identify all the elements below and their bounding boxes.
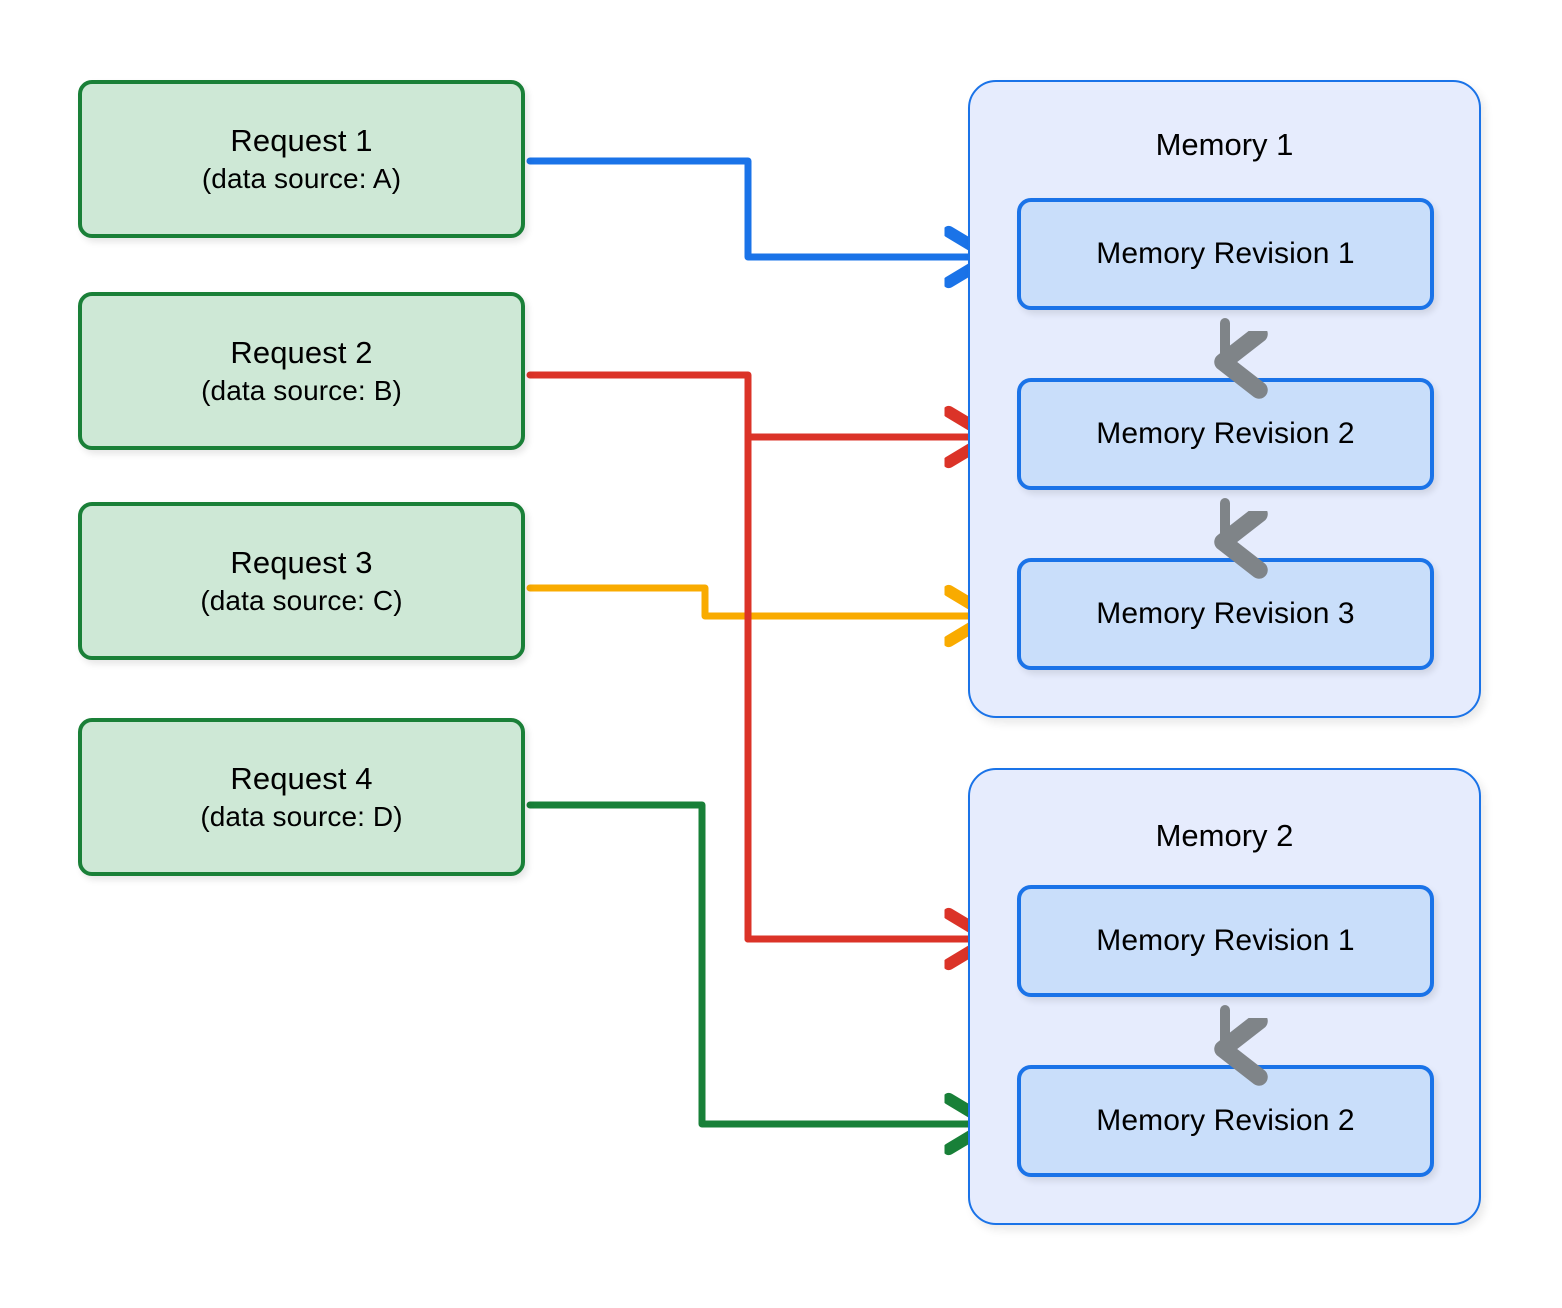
request-4-title: Request 4 bbox=[230, 761, 373, 797]
request-2-subtitle: (data source: B) bbox=[201, 374, 402, 406]
request-box-1[interactable]: Request 1 (data source: A) bbox=[78, 80, 525, 238]
connector-request1-to-memory1-revision1 bbox=[526, 157, 988, 257]
request-3-title: Request 3 bbox=[230, 545, 373, 581]
memory-1-revision-1-label: Memory Revision 1 bbox=[1096, 237, 1355, 270]
memory-2-revision-1-label: Memory Revision 1 bbox=[1096, 924, 1355, 957]
request-4-subtitle: (data source: D) bbox=[200, 800, 403, 832]
memory-2-title: Memory 2 bbox=[1155, 818, 1294, 853]
request-3-subtitle: (data source: C) bbox=[200, 584, 403, 616]
connector-request4-to-memory2-revision2 bbox=[526, 801, 988, 1124]
request-1-subtitle: (data source: A) bbox=[201, 162, 402, 194]
memory-2-revision-2-label: Memory Revision 2 bbox=[1096, 1104, 1355, 1137]
memory-2-revision-2[interactable]: Memory Revision 2 bbox=[1017, 1065, 1434, 1177]
memory-1-revision-3-label: Memory Revision 3 bbox=[1096, 597, 1355, 630]
memory-1-revision-1[interactable]: Memory Revision 1 bbox=[1017, 198, 1434, 310]
connector-request3-to-memory1-revision3 bbox=[526, 584, 988, 616]
request-box-3[interactable]: Request 3 (data source: C) bbox=[78, 502, 525, 660]
memory-1-title: Memory 1 bbox=[1155, 127, 1294, 162]
request-box-2[interactable]: Request 2 (data source: B) bbox=[78, 292, 525, 450]
memory-1-revision-2[interactable]: Memory Revision 2 bbox=[1017, 378, 1434, 490]
memory-1-revision-3[interactable]: Memory Revision 3 bbox=[1017, 558, 1434, 670]
request-2-title: Request 2 bbox=[230, 335, 373, 371]
memory-2-revision-1[interactable]: Memory Revision 1 bbox=[1017, 885, 1434, 997]
request-box-4[interactable]: Request 4 (data source: D) bbox=[78, 718, 525, 876]
connector-request2-trunk bbox=[526, 371, 752, 943]
request-1-title: Request 1 bbox=[230, 123, 373, 159]
memory-1-revision-2-label: Memory Revision 2 bbox=[1096, 417, 1355, 450]
